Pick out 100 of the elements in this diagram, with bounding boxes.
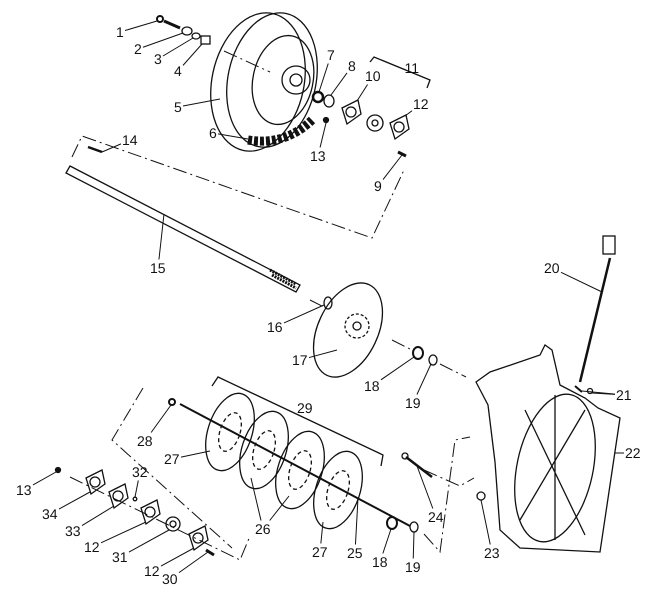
callout-number: 19: [405, 560, 421, 574]
leader-line: [134, 480, 139, 498]
track-sprocket: [205, 392, 255, 472]
callout-number: 17: [292, 352, 308, 368]
leader-line: [582, 390, 616, 395]
dipstick: [578, 235, 616, 382]
brake-disc: [312, 282, 384, 378]
callout-number: 15: [150, 260, 166, 276]
callout-number: 24: [428, 510, 444, 524]
callout-number: 32: [132, 464, 148, 480]
leader-line: [382, 528, 392, 554]
leader-line: [100, 522, 146, 544]
callout-number: 4: [174, 64, 182, 78]
callout-number: 6: [209, 126, 217, 140]
callout-number: 27: [164, 452, 180, 466]
callout-number: 12: [413, 96, 429, 112]
leader-line: [142, 32, 184, 48]
callout-number: 8: [348, 58, 356, 74]
bearing: [312, 90, 324, 104]
callout-number: 10: [365, 68, 381, 84]
leader-line: [182, 44, 202, 66]
leader-line: [32, 472, 56, 486]
driven-sprocket: [210, 12, 318, 152]
seal: [323, 296, 333, 310]
callout-number: 22: [625, 446, 641, 460]
leader-line: [356, 84, 368, 102]
callout-number: 29: [297, 400, 313, 416]
leader-line: [178, 552, 208, 574]
pin: [322, 116, 330, 124]
leader-line: [412, 532, 414, 559]
drive-shaft: [65, 165, 301, 293]
pin: [54, 466, 62, 474]
leader-line: [124, 20, 158, 32]
leader-line: [82, 506, 114, 526]
callout-number: 18: [372, 554, 388, 570]
bearing: [165, 516, 181, 532]
washer: [586, 388, 594, 394]
bearing: [366, 114, 384, 132]
bolt: [401, 452, 433, 478]
leader-line: [250, 478, 262, 521]
callout-number: 14: [122, 132, 138, 148]
washer: [191, 32, 201, 40]
callout-number: 25: [347, 546, 363, 560]
leader-line: [150, 404, 172, 433]
callout-number: 28: [137, 434, 153, 448]
callout-number: 13: [16, 482, 32, 498]
callout-number: 27: [312, 544, 328, 560]
nut: [476, 491, 486, 501]
callout-number: 21: [616, 388, 632, 402]
leader-line: [180, 450, 210, 458]
leader-line: [354, 498, 358, 545]
washer: [323, 94, 335, 108]
callout-number: 9: [374, 178, 382, 194]
leader-line: [269, 496, 290, 521]
leader-line: [320, 122, 326, 148]
callout-number: 13: [310, 148, 326, 164]
pin: [88, 146, 102, 154]
leader-line: [614, 452, 624, 454]
leader-line: [416, 364, 432, 395]
callout-number: 5: [174, 100, 182, 114]
drive-chain: [247, 116, 315, 146]
bolt: [397, 150, 407, 158]
callout-number: 12: [144, 564, 160, 578]
callout-number: 34: [42, 506, 58, 522]
flange-plate: [188, 525, 209, 552]
o-ring: [428, 354, 438, 366]
leader-line: [404, 110, 412, 116]
callout-number: 16: [267, 320, 283, 334]
flange-plate: [140, 499, 161, 526]
leader-line: [330, 72, 348, 96]
callout-number: 20: [544, 260, 560, 276]
flange-plate: [389, 114, 410, 140]
spacer: [200, 35, 211, 45]
leader-line: [160, 548, 194, 567]
callout-number: 26: [255, 522, 271, 536]
callout-number: 18: [364, 378, 380, 394]
leader-line: [560, 272, 602, 292]
leader-line: [320, 522, 324, 544]
leader-line: [480, 500, 491, 545]
flange-plate: [341, 99, 362, 126]
callout-number: 12: [84, 540, 100, 554]
callout-number: 31: [112, 550, 128, 564]
washer: [181, 26, 193, 36]
leader-line: [416, 466, 434, 509]
callout-number: 30: [162, 572, 178, 586]
leader-line: [380, 356, 414, 380]
bolt: [156, 15, 181, 30]
pin: [132, 496, 138, 502]
callout-number: 2: [134, 42, 142, 56]
leader-line: [58, 492, 90, 510]
leader-line: [182, 98, 220, 107]
leader-line: [158, 214, 164, 260]
flange-plate: [108, 483, 129, 510]
leader-line: [318, 63, 329, 92]
leader-line: [284, 304, 324, 324]
callout-number: 3: [154, 52, 162, 66]
leader-line: [102, 143, 122, 152]
leader-line: [382, 154, 402, 180]
flange-plate: [85, 469, 106, 496]
seal: [386, 516, 398, 530]
